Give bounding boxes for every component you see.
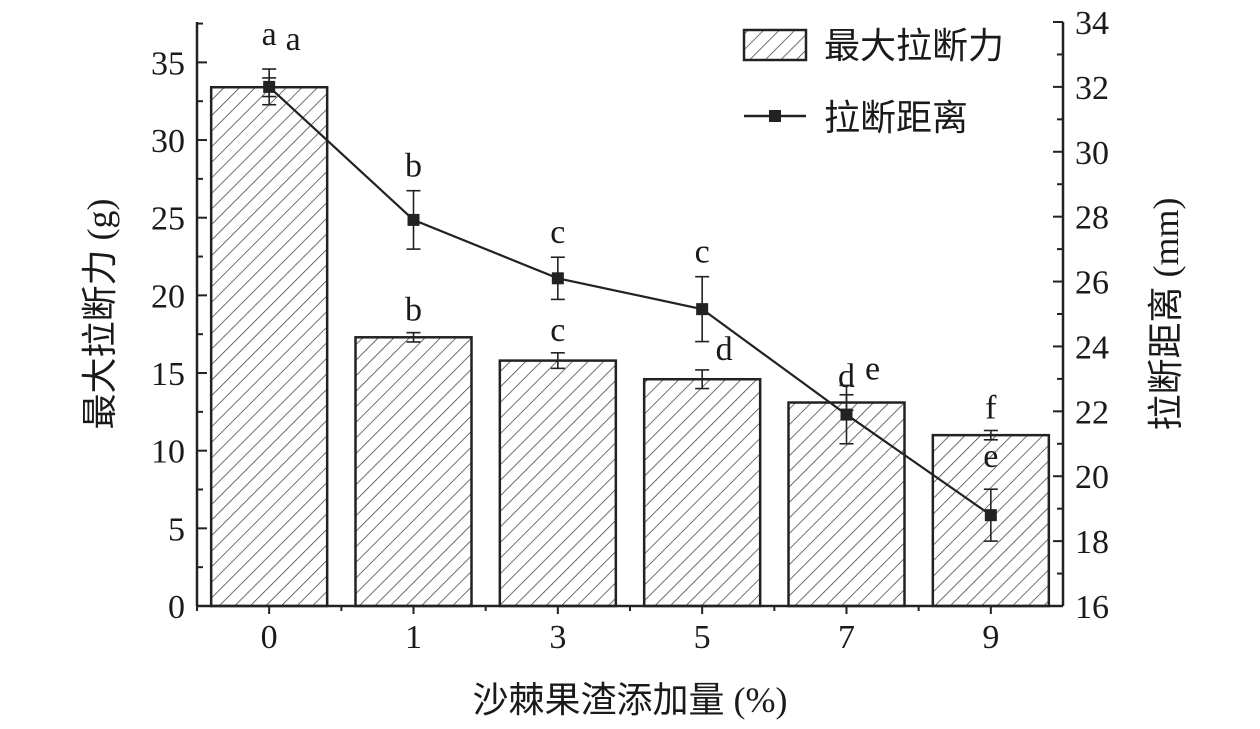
y-right-tick-label: 28 bbox=[1075, 200, 1109, 237]
bar-3 bbox=[498, 359, 618, 608]
legend-label-line: 拉断距离 bbox=[824, 98, 968, 138]
y-left-tick-label: 10 bbox=[151, 434, 185, 471]
bar-5 bbox=[642, 377, 762, 608]
legend-bar-swatch bbox=[742, 28, 808, 62]
bar-letter-0: a bbox=[286, 21, 301, 58]
y-left-tick-label: 20 bbox=[151, 278, 185, 315]
line-point-7 bbox=[840, 408, 853, 421]
y-right-tick-label: 16 bbox=[1075, 589, 1109, 626]
bar-1 bbox=[354, 336, 473, 608]
x-tick-label: 5 bbox=[694, 619, 711, 656]
bar-0 bbox=[209, 85, 329, 608]
bar-letter-1: b bbox=[405, 292, 422, 329]
y-right-tick-label: 32 bbox=[1075, 70, 1109, 107]
line-letter-1: b bbox=[405, 148, 422, 185]
x-tick-label: 1 bbox=[405, 619, 422, 656]
x-tick-label: 7 bbox=[838, 619, 855, 656]
bar-letter-5: d bbox=[716, 331, 733, 368]
line-letter-3: c bbox=[550, 214, 565, 251]
y-right-tick-label: 26 bbox=[1075, 265, 1109, 302]
legend: 最大拉断力 拉断距离 bbox=[742, 26, 1004, 138]
y-axis-right-title: 拉断距离 (mm) bbox=[1146, 198, 1186, 431]
line-series bbox=[268, 86, 992, 517]
y-right-tick-label: 24 bbox=[1075, 329, 1109, 366]
x-tick-label: 3 bbox=[549, 619, 566, 656]
y-left-tick-label: 5 bbox=[168, 511, 185, 548]
line-letter-0: a bbox=[262, 16, 277, 53]
bar-letter-3: c bbox=[550, 312, 565, 349]
line-point-0 bbox=[263, 80, 276, 93]
y-right-tick-label: 30 bbox=[1075, 135, 1109, 172]
y-right-tick-label: 20 bbox=[1075, 459, 1109, 496]
x-axis-title: 沙棘果渣添加量 (%) bbox=[473, 680, 788, 720]
line-layer: a b c c e e bbox=[262, 16, 998, 542]
line-point-1 bbox=[407, 213, 420, 226]
line-point-3 bbox=[551, 272, 564, 285]
line-letter-9: e bbox=[983, 438, 998, 475]
y-right-tick-label: 18 bbox=[1075, 524, 1109, 561]
y-left-tick-label: 35 bbox=[151, 45, 185, 82]
y-left-tick-label: 0 bbox=[168, 589, 185, 626]
y-left-tick-label: 30 bbox=[151, 123, 185, 160]
line-letter-7: e bbox=[865, 350, 880, 387]
legend-line-marker bbox=[769, 110, 781, 122]
x-tick-label: 9 bbox=[982, 619, 999, 656]
line-point-9 bbox=[984, 509, 997, 522]
y-left-tick-label: 25 bbox=[151, 201, 185, 238]
x-tick-label: 0 bbox=[261, 619, 278, 656]
y-left-tick-label: 15 bbox=[151, 356, 185, 393]
y-axis-left-title: 最大拉断力 (g) bbox=[80, 199, 120, 430]
y-right-tick-label: 34 bbox=[1075, 5, 1109, 42]
line-point-5 bbox=[696, 303, 709, 316]
bar-letter-9: f bbox=[985, 389, 997, 426]
y-right-tick-label: 22 bbox=[1075, 394, 1109, 431]
line-letter-5: c bbox=[695, 234, 710, 271]
legend-label-bar: 最大拉断力 bbox=[824, 26, 1004, 66]
